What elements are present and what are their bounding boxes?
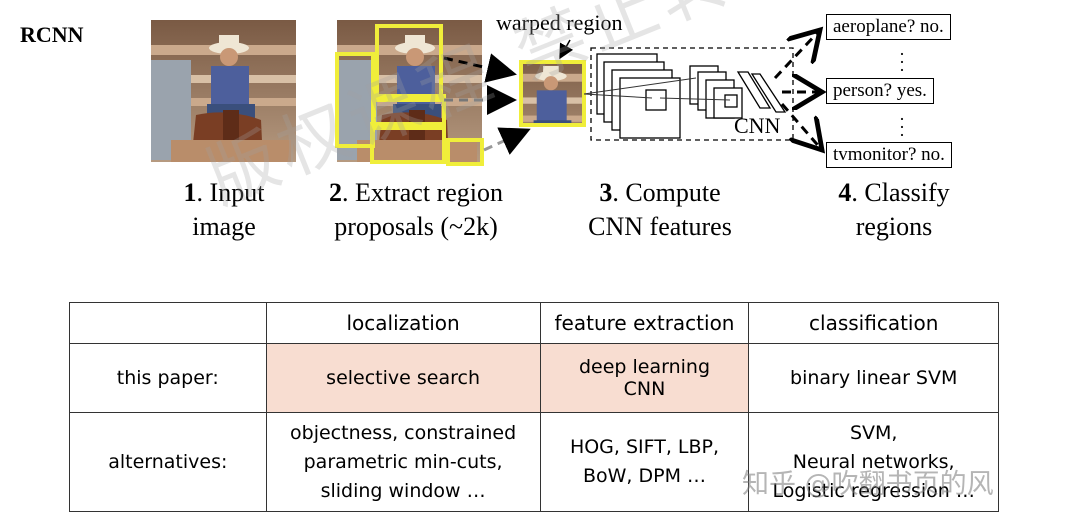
classification-arrows: [773, 30, 822, 150]
table-cell: HOG, SIFT, LBP, BoW, DPM …: [539, 412, 750, 512]
table-cell: objectness, constrained parametric min-c…: [265, 412, 541, 512]
table-header: localization: [265, 302, 541, 344]
rcnn-pipeline-diagram: [151, 20, 1065, 166]
warped-region-label: warped region: [496, 10, 623, 35]
class-box-tvmonitor: tvmonitor? no.: [826, 142, 952, 168]
row-label: alternatives:: [69, 412, 267, 512]
table-cell: selective search: [265, 343, 541, 413]
table-cell: deep learning CNN: [539, 343, 750, 413]
table-header: classification: [748, 302, 999, 344]
table-cell: binary linear SVM: [748, 343, 999, 413]
class-box-person: person? yes.: [826, 78, 934, 104]
ellipsis-dots: ···: [899, 109, 905, 145]
table-header: [69, 302, 267, 344]
ellipsis-dots: ···: [899, 44, 905, 80]
cnn-label: CNN: [734, 113, 781, 138]
table-header-row: localization feature extraction classifi…: [69, 302, 999, 344]
proposal-arrows: [443, 53, 531, 155]
comparison-table: localization feature extraction classifi…: [69, 302, 999, 512]
row-label: this paper:: [69, 343, 267, 413]
table-row: this paper: selective search deep learni…: [69, 343, 999, 413]
table-row: alternatives: objectness, constrained pa…: [69, 412, 999, 512]
region-proposals-image: [335, 20, 484, 166]
table-cell: SVM, Neural networks, Logistic regressio…: [748, 412, 999, 512]
page-title: RCNN: [20, 22, 84, 47]
table-header: feature extraction: [539, 302, 750, 344]
class-box-aeroplane: aeroplane? no.: [826, 14, 951, 40]
credit-watermark: 知乎 @吹翻书页的风: [742, 469, 994, 500]
